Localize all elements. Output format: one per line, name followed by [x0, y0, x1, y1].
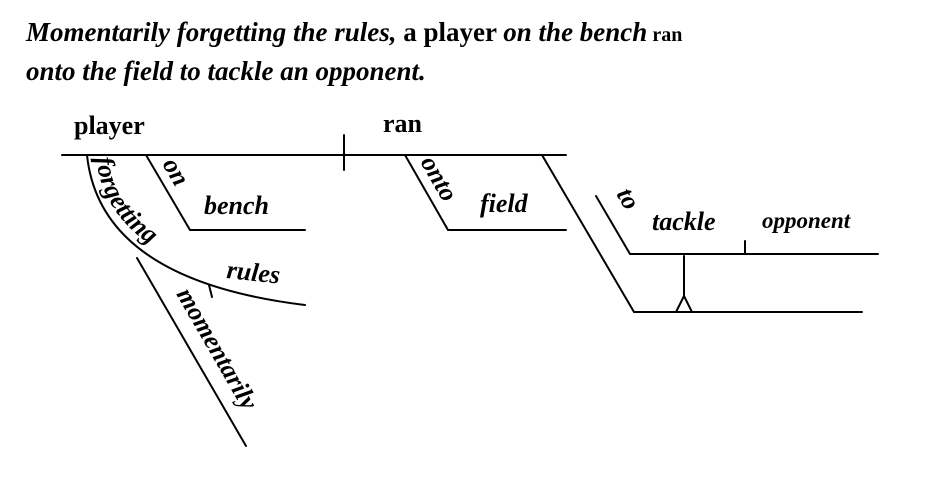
- participle-curve: [86, 154, 306, 306]
- sentence-fragment: on the bench: [503, 17, 648, 47]
- sentence-fragment: Momentarily forgetting the rules,: [26, 17, 397, 47]
- infinitive-prep-slant: [595, 195, 631, 255]
- field-word: field: [480, 189, 529, 218]
- rules-word: rules: [225, 255, 281, 289]
- verb-word: ran: [383, 109, 423, 138]
- infinitive-slant: [541, 154, 635, 313]
- stilt-fork: [675, 293, 693, 313]
- adverb-slant: [136, 257, 247, 447]
- prep-on-slant: [145, 154, 191, 231]
- prep-onto-word: onto: [415, 151, 464, 207]
- prep-onto-slant: [404, 154, 449, 231]
- prep-to-word: to: [611, 183, 646, 215]
- tackle-word: tackle: [652, 207, 716, 236]
- sentence-fragment: onto the field to tackle an opponent.: [26, 56, 426, 86]
- sentence-fragment: a player: [396, 17, 504, 47]
- example-sentence: Momentarily forgetting the rules, a play…: [26, 14, 916, 89]
- subject-word: player: [74, 111, 145, 140]
- sentence-fragment: ran: [647, 24, 683, 46]
- opponent-word: opponent: [762, 208, 851, 233]
- participle-object-divider: [208, 284, 213, 298]
- bench-word: bench: [204, 191, 269, 220]
